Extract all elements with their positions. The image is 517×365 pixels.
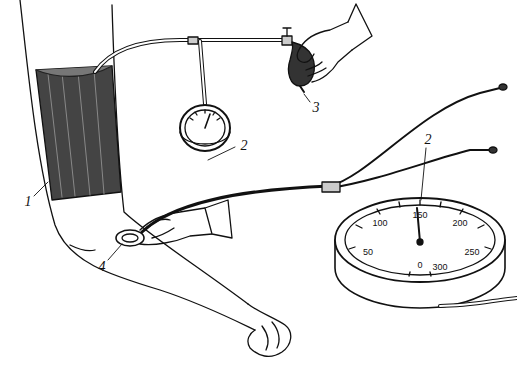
leader-line — [208, 147, 235, 160]
finger-lines — [262, 322, 279, 350]
dial-number: 150 — [412, 211, 427, 220]
dial-number: 50 — [363, 248, 373, 257]
hand-outline — [140, 208, 212, 245]
valve — [282, 36, 292, 45]
thumb — [297, 48, 314, 62]
chestpiece-diaphragm — [122, 234, 138, 242]
air-tube — [95, 40, 282, 72]
stethoscope-tube — [142, 186, 330, 232]
arm-outline — [112, 5, 248, 304]
gauge-dial — [185, 110, 225, 146]
leader-line — [108, 244, 122, 260]
gauge-tube — [200, 41, 205, 104]
finger-lines — [306, 62, 326, 76]
arm-outline — [20, 0, 255, 330]
pressure-cuff — [36, 66, 121, 200]
leader-line — [304, 94, 310, 102]
ear-tip — [499, 84, 507, 90]
y-connector — [322, 182, 340, 192]
fist-outline — [248, 304, 291, 356]
gauge-tube — [440, 298, 517, 306]
dial-number: 200 — [452, 219, 467, 228]
callout-number: 2 — [241, 139, 248, 153]
gauge-scale — [345, 205, 495, 275]
callout-number: 3 — [313, 101, 320, 115]
callout-number: 1 — [25, 195, 32, 209]
callout-number: 2 — [425, 133, 432, 147]
stethoscope-tube — [330, 88, 500, 186]
sleeve — [205, 200, 232, 238]
leader-line — [421, 148, 426, 200]
dial-number: 100 — [372, 219, 387, 228]
gauge-needle — [205, 114, 210, 128]
air-tube — [95, 40, 282, 72]
inflation-bulb — [288, 42, 314, 86]
needle-hub — [417, 239, 423, 245]
finger-lines — [150, 219, 174, 238]
dial-number: 300 — [432, 263, 447, 272]
leader-line — [34, 182, 48, 196]
dial-number: 0 — [417, 261, 422, 270]
dial-number: 250 — [464, 248, 479, 257]
hand-outline — [300, 22, 352, 82]
tube-connector — [188, 37, 198, 44]
scale-ticks — [349, 200, 491, 276]
gauge-tube — [440, 298, 517, 306]
stethoscope-tube — [330, 150, 490, 188]
bulb-nozzle — [300, 86, 304, 92]
gauge-rim — [180, 132, 230, 144]
gauge-ticks — [190, 110, 220, 120]
ear-tip — [489, 147, 497, 153]
cuff-shading — [48, 70, 104, 197]
pressure-gauge — [180, 105, 230, 151]
valve-screw — [283, 28, 291, 36]
gauge-face — [335, 198, 505, 282]
sleeve — [348, 4, 372, 50]
gauge-tube — [200, 41, 205, 104]
elbow-crease — [70, 245, 95, 251]
callout-number: 4 — [99, 260, 106, 274]
